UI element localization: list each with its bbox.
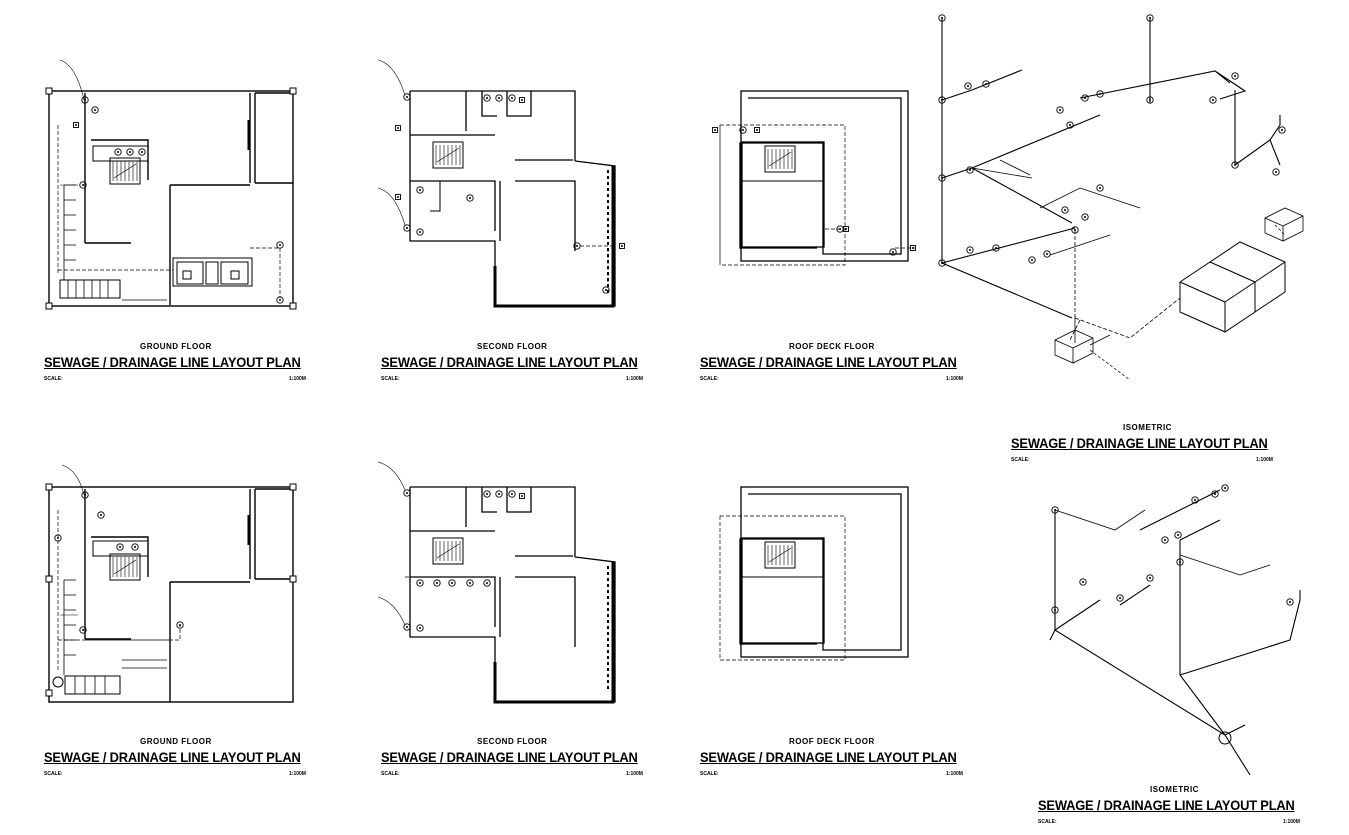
drawing-subtitle: GROUND FLOOR xyxy=(140,737,212,746)
scale-label: SCALE: xyxy=(44,771,63,777)
second-floor-plan-bottom xyxy=(377,461,616,704)
drawing-subtitle: ROOF DECK FLOOR xyxy=(789,737,875,746)
drawing-title: SEWAGE / DRAINAGE LINE LAYOUT PLAN xyxy=(700,354,957,370)
drawing-title: SEWAGE / DRAINAGE LINE LAYOUT PLAN xyxy=(1011,435,1268,451)
drawing-subtitle: ISOMETRIC xyxy=(1150,785,1199,794)
drawing-subtitle: GROUND FLOOR xyxy=(140,342,212,351)
scale-label: SCALE: xyxy=(44,376,63,382)
scale-label: SCALE: xyxy=(381,771,400,777)
scale-ratio: 1:100M xyxy=(289,376,306,382)
second-floor-plan-top xyxy=(377,59,616,308)
drawing-title: SEWAGE / DRAINAGE LINE LAYOUT PLAN xyxy=(381,749,638,765)
drawing-title: SEWAGE / DRAINAGE LINE LAYOUT PLAN xyxy=(700,749,957,765)
ground-floor-plan-bottom xyxy=(45,464,297,703)
scale-ratio: 1:100M xyxy=(626,376,643,382)
drawing-title: SEWAGE / DRAINAGE LINE LAYOUT PLAN xyxy=(44,354,301,370)
scale-label: SCALE: xyxy=(381,376,400,382)
scale-label: SCALE: xyxy=(1038,819,1057,825)
drawing-title: SEWAGE / DRAINAGE LINE LAYOUT PLAN xyxy=(44,749,301,765)
scale-ratio: 1:100M xyxy=(1283,819,1300,825)
scale-label: SCALE: xyxy=(700,771,719,777)
drawing-subtitle: ROOF DECK FLOOR xyxy=(789,342,875,351)
drawing-title: SEWAGE / DRAINAGE LINE LAYOUT PLAN xyxy=(381,354,638,370)
scale-ratio: 1:100M xyxy=(946,376,963,382)
ground-floor-plan-top xyxy=(45,59,297,310)
isometric-diagram-bottom xyxy=(1049,489,1301,776)
scale-ratio: 1:100M xyxy=(289,771,306,777)
isometric-diagram-top xyxy=(941,18,1304,381)
scale-ratio: 1:100M xyxy=(1256,457,1273,463)
scale-ratio: 1:100M xyxy=(626,771,643,777)
scale-label: SCALE: xyxy=(1011,457,1030,463)
roof-deck-plan-bottom xyxy=(719,486,909,661)
drawing-subtitle: ISOMETRIC xyxy=(1123,423,1172,432)
scale-ratio: 1:100M xyxy=(946,771,963,777)
drawing-title: SEWAGE / DRAINAGE LINE LAYOUT PLAN xyxy=(1038,797,1295,813)
drawing-subtitle: SECOND FLOOR xyxy=(477,342,548,351)
roof-deck-plan-top xyxy=(719,90,915,266)
scale-label: SCALE: xyxy=(700,376,719,382)
drawing-subtitle: SECOND FLOOR xyxy=(477,737,548,746)
